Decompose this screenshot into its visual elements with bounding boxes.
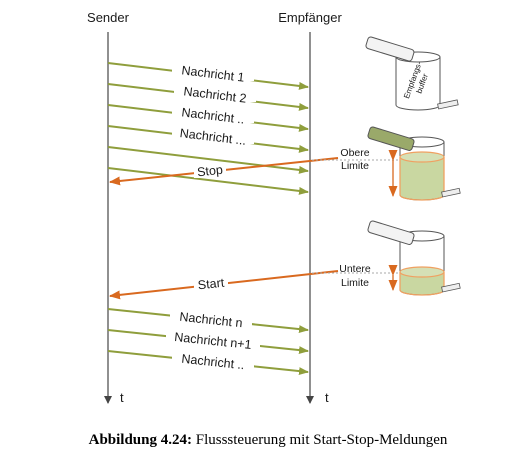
message-arrow-5 xyxy=(107,146,309,174)
receive-buffer-upper-limit xyxy=(367,126,461,201)
message-label-n: Nachricht n xyxy=(179,310,243,331)
caption-number: Abbildung 4.24: xyxy=(89,432,192,448)
stop-label: Stop xyxy=(196,163,223,180)
upper-limit-label-line1: Obere xyxy=(340,147,369,159)
sender-time-label: t xyxy=(120,390,124,405)
receive-buffer-lower-limit xyxy=(367,220,461,296)
caption-text: Flusssteuerung mit Start-Stop-Meldungen xyxy=(192,432,448,448)
lower-limit-label-line1: Untere xyxy=(339,263,371,275)
message-arrow-6 xyxy=(107,167,309,195)
start-label: Start xyxy=(197,276,225,293)
figure-caption: Abbildung 4.24: Flusssteuerung mit Start… xyxy=(89,432,448,448)
sender-label: Sender xyxy=(87,10,130,25)
receiver-label: Empfänger xyxy=(278,10,342,25)
message-label-n2: Nachricht .. xyxy=(181,352,245,373)
lower-limit-label-line2: Limite xyxy=(341,277,369,289)
receiver-time-label: t xyxy=(325,390,329,405)
receive-buffer-empty: Empfangs- buffer xyxy=(365,36,459,111)
upper-limit-label-line2: Limite xyxy=(341,160,369,172)
